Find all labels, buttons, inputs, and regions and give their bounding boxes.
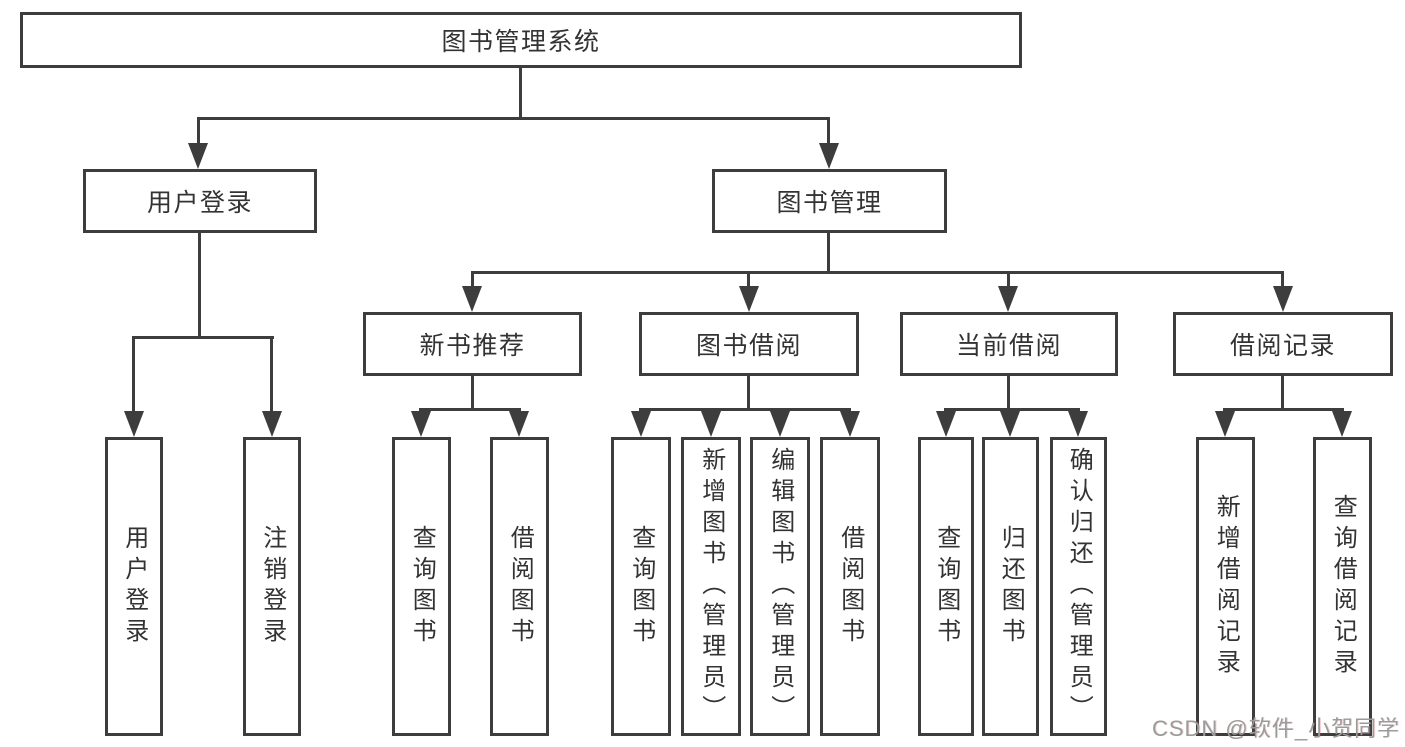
leaf-label: 新增图书（管理员） <box>697 447 725 726</box>
node-label: 借阅记录 <box>1229 332 1336 360</box>
leaf-label: 查询图书 <box>627 524 655 649</box>
leaf-confirm-return-admin: 确认归还（管理员） <box>1050 437 1107 736</box>
arrowhead-down-icon <box>262 411 282 437</box>
leaf-label: 查询借阅记录 <box>1329 493 1357 680</box>
node-new-book-recommend: 新书推荐 <box>363 312 582 376</box>
connector-line <box>197 117 830 120</box>
connector-line <box>132 336 135 415</box>
leaf-label: 借阅图书 <box>836 524 864 649</box>
node-book-borrow: 图书借阅 <box>639 312 859 376</box>
arrowhead-down-icon <box>770 411 790 437</box>
connector-line <box>1007 271 1010 290</box>
arrowhead-down-icon <box>1068 411 1088 437</box>
connector-line <box>519 68 522 120</box>
arrowhead-down-icon <box>631 411 651 437</box>
leaf-query-books-current: 查询图书 <box>918 437 974 736</box>
node-label: 图书管理 <box>776 189 883 217</box>
connector-line <box>1281 376 1284 411</box>
leaf-label: 注销登录 <box>258 524 286 649</box>
arrowhead-down-icon <box>462 286 482 312</box>
leaf-add-book-admin: 新增图书（管理员） <box>681 437 741 736</box>
node-library-management-system: 图书管理系统 <box>20 12 1022 68</box>
leaf-logout: 注销登录 <box>243 437 301 736</box>
arrowhead-down-icon <box>1215 411 1235 437</box>
arrowhead-down-icon <box>1000 411 1020 437</box>
connector-line <box>1007 376 1010 411</box>
leaf-label: 新增借阅记录 <box>1212 493 1240 680</box>
arrowhead-down-icon <box>819 143 839 169</box>
leaf-return-books: 归还图书 <box>982 437 1039 736</box>
node-label: 新书推荐 <box>419 332 526 360</box>
leaf-query-books-borrow: 查询图书 <box>611 437 671 736</box>
arrowhead-down-icon <box>509 411 529 437</box>
leaf-query-books-recommend: 查询图书 <box>392 437 451 736</box>
arrowhead-down-icon <box>124 411 144 437</box>
connector-line <box>471 376 474 411</box>
arrowhead-down-icon <box>739 286 759 312</box>
arrowhead-down-icon <box>1332 411 1352 437</box>
connector-line <box>639 408 851 411</box>
node-current-borrow: 当前借阅 <box>900 312 1118 376</box>
connector-line <box>471 271 474 290</box>
leaf-label: 借阅图书 <box>506 524 534 649</box>
node-label: 当前借阅 <box>955 332 1062 360</box>
node-book-management: 图书管理 <box>712 169 947 233</box>
leaf-borrow-books-recommend: 借阅图书 <box>490 437 549 736</box>
arrowhead-down-icon <box>840 411 860 437</box>
node-user-login: 用户登录 <box>83 169 317 233</box>
leaf-borrow-books-borrow: 借阅图书 <box>820 437 880 736</box>
connector-line <box>827 117 830 148</box>
arrowhead-down-icon <box>411 411 431 437</box>
arrowhead-down-icon <box>1273 286 1293 312</box>
leaf-edit-book-admin: 编辑图书（管理员） <box>750 437 810 736</box>
leaf-label: 确认归还（管理员） <box>1065 447 1093 726</box>
node-label: 图书借阅 <box>695 332 802 360</box>
leaf-label: 查询图书 <box>932 524 960 649</box>
connector-line <box>133 336 274 339</box>
connector-line <box>944 408 1080 411</box>
leaf-label: 编辑图书（管理员） <box>766 447 794 726</box>
leaf-label: 查询图书 <box>408 524 436 649</box>
arrowhead-down-icon <box>701 411 721 437</box>
leaf-label: 归还图书 <box>997 524 1025 649</box>
leaf-add-borrow-record: 新增借阅记录 <box>1196 437 1255 736</box>
node-label: 用户登录 <box>146 189 253 217</box>
connector-line <box>419 408 521 411</box>
connector-line <box>827 233 830 274</box>
leaf-query-borrow-record: 查询借阅记录 <box>1313 437 1372 736</box>
leaf-label: 用户登录 <box>120 524 148 649</box>
connector-line <box>747 271 750 290</box>
connector-line <box>471 271 1284 274</box>
connector-line <box>270 336 273 415</box>
connector-line <box>198 233 201 339</box>
node-label: 图书管理系统 <box>441 28 601 56</box>
connector-line <box>747 376 750 411</box>
leaf-user-login: 用户登录 <box>105 437 163 736</box>
connector-line <box>1281 271 1284 290</box>
connector-line <box>197 117 200 148</box>
arrowhead-down-icon <box>998 286 1018 312</box>
arrowhead-down-icon <box>188 143 208 169</box>
connector-line <box>1223 408 1344 411</box>
watermark: CSDN @软件_小贺同学 <box>1151 716 1400 741</box>
node-borrow-records: 借阅记录 <box>1173 312 1393 376</box>
arrowhead-down-icon <box>936 411 956 437</box>
